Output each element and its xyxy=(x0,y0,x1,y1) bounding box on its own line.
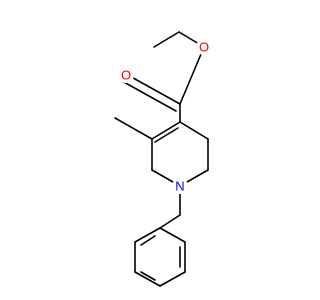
phenyl-inner-bond-c xyxy=(140,235,156,246)
bond-c4-c3-double-a xyxy=(151,121,181,140)
atom-o-ester-label: O xyxy=(199,40,209,55)
phenyl-bond-4 xyxy=(134,271,161,287)
bond-carbonyl-double-a xyxy=(125,73,181,105)
bond-c4-c5 xyxy=(179,121,209,140)
phenyl-bond-1 xyxy=(159,227,186,243)
bond-o-carbonyl-carbon xyxy=(179,46,205,105)
ester-group xyxy=(121,46,205,123)
tetrahydropyridine-ring xyxy=(151,121,209,187)
bond-carbonyl-double-b xyxy=(121,80,177,112)
atom-o-ester-bg xyxy=(196,39,212,55)
phenyl-bond-6 xyxy=(134,227,161,243)
atom-o-carbonyl: O xyxy=(118,67,134,83)
phenyl-inner-bond-b xyxy=(140,271,156,281)
phenyl-bond-3 xyxy=(159,271,186,287)
atom-o-ester: O xyxy=(196,39,212,55)
bond-c4-c3-double-b xyxy=(154,127,179,143)
atom-o-carbonyl-bg xyxy=(118,67,134,83)
methyl-bond xyxy=(114,117,153,140)
atom-n-ring: N xyxy=(172,178,188,194)
phenyl-ring xyxy=(134,227,186,287)
atom-n-ring-bg xyxy=(172,178,188,194)
bond-ch2-phenyl xyxy=(159,214,181,229)
atom-o-carbonyl-label: O xyxy=(121,68,131,83)
chemical-structure: O O N xyxy=(114,31,212,287)
bond-ch3-ch2 xyxy=(153,31,180,48)
atom-n-ring-label: N xyxy=(175,179,184,194)
